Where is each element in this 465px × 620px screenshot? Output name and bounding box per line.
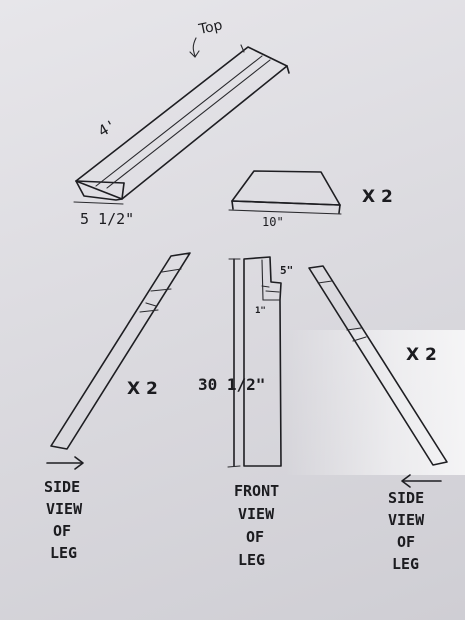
left-leg-caption: SIDE VIEW OF LEG: [44, 478, 83, 562]
right-leg-caption: SIDE VIEW OF LEG: [388, 489, 425, 573]
left-leg-arrowhead: [74, 456, 84, 470]
right-caption-line-4: LEG: [392, 555, 419, 573]
right-leg-qty-label: X 2: [406, 345, 437, 365]
paper-glare: [285, 330, 465, 475]
front-caption-line-4: LEG: [238, 551, 265, 569]
notch-5-label: 5": [280, 264, 293, 277]
notch-1-label: 1": [255, 306, 266, 316]
top-label: Top: [197, 17, 225, 38]
block-width-label: 10": [262, 215, 284, 229]
top-arrow: [189, 37, 200, 58]
front-caption-line-3: OF: [246, 528, 264, 546]
left-caption-line-4: LEG: [50, 544, 77, 562]
right-caption-line-1: SIDE: [388, 489, 424, 507]
left-caption-line-3: OF: [53, 522, 71, 540]
right-leg-arrowhead: [401, 474, 411, 488]
left-caption-line-1: SIDE: [44, 478, 80, 496]
front-caption-line-1: FRONT: [234, 482, 279, 500]
height-dim-tick-bottom: [227, 465, 241, 468]
top-beam: [75, 44, 290, 201]
length-label: 4': [95, 116, 120, 141]
front-leg-caption: FRONT VIEW OF LEG: [234, 482, 279, 569]
right-caption-line-3: OF: [397, 533, 415, 551]
right-caption-line-2: VIEW: [388, 511, 425, 529]
block-piece: [228, 170, 342, 215]
right-leg: [308, 265, 448, 466]
block-qty-label: X 2: [362, 187, 393, 207]
left-leg-qty-label: X 2: [127, 379, 158, 399]
left-leg: [50, 252, 191, 450]
height-label: 30 1/2": [198, 375, 265, 394]
left-caption-line-2: VIEW: [46, 500, 83, 518]
width-label: 5 1/2": [80, 210, 134, 228]
front-leg: [243, 256, 282, 467]
width-dim-line: [73, 201, 124, 205]
front-caption-line-2: VIEW: [238, 505, 275, 523]
